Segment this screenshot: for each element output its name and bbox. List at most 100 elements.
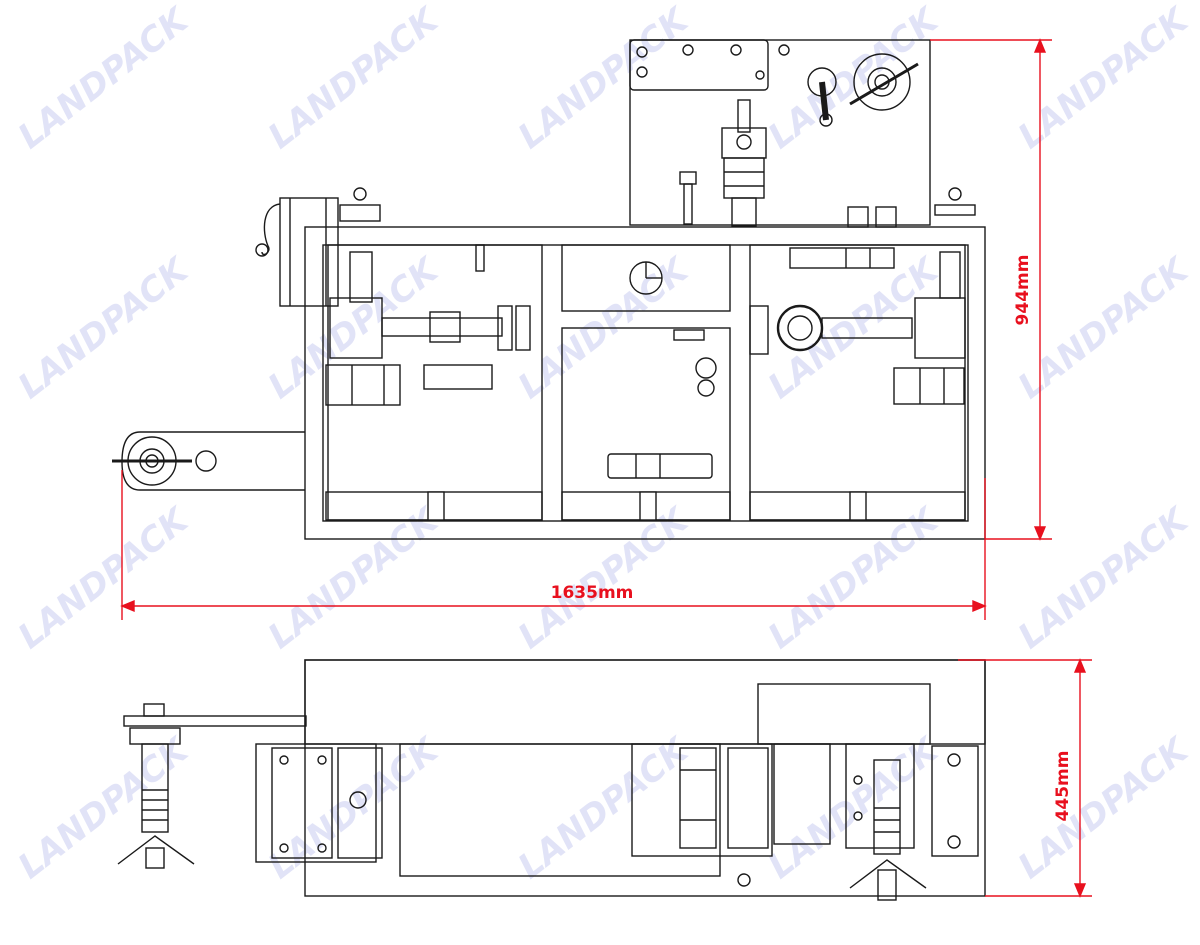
arrow-down-icon — [1073, 883, 1087, 898]
plan-right-block — [931, 745, 979, 857]
watermark-text: LANDPACK — [511, 499, 698, 657]
forming-clamp — [325, 364, 401, 406]
plan-reel-bottom — [145, 847, 165, 869]
main-cabinet — [304, 226, 986, 540]
crank-frame — [279, 197, 339, 307]
arrow-up-icon — [1073, 658, 1087, 673]
watermark-text: LANDPACK — [1011, 0, 1198, 157]
dimension-lines — [120, 38, 1092, 898]
rail-notch — [639, 491, 657, 521]
plan-cutting-bottom — [877, 869, 897, 901]
cap-knob — [934, 204, 976, 216]
forming-shaft — [381, 317, 503, 337]
sprocket-icon — [697, 379, 715, 397]
dimension-labels: 944mm 1635mm 445mm — [551, 255, 1073, 822]
clamp-block — [875, 206, 897, 228]
cutting-clamp — [893, 367, 965, 405]
plan-hex-icon — [947, 835, 961, 849]
plan-forming-plate — [271, 747, 333, 859]
plan-sealing-roller — [679, 747, 717, 849]
plan-bolt-icon — [853, 775, 863, 785]
rail-notch — [849, 491, 867, 521]
sprocket-plate — [673, 329, 705, 341]
watermark-text: LANDPACK — [11, 729, 198, 887]
cap-knob — [339, 204, 381, 222]
film-reel-hub-icon — [867, 67, 897, 97]
cutting-gear-icon — [776, 304, 824, 352]
plan-feed-arm — [123, 715, 307, 727]
plan-cutting-spool — [873, 759, 901, 855]
bolt-icon — [730, 44, 742, 56]
bolt-icon — [755, 70, 765, 80]
watermark-text: LANDPACK — [261, 249, 448, 407]
punch-knob-icon — [736, 134, 752, 150]
plan-hex-icon — [947, 753, 961, 767]
cap-knob-icon — [948, 187, 962, 201]
plan-bolt-icon — [317, 755, 327, 765]
clamp-block — [847, 206, 869, 228]
tower-arm — [629, 39, 769, 91]
forming-coupling — [429, 311, 461, 343]
forming-gear — [515, 305, 531, 351]
watermark-text: LANDPACK — [11, 249, 198, 407]
plan-reel-cap — [143, 703, 165, 717]
idler-roller-icon — [195, 450, 217, 472]
front-view — [112, 39, 986, 540]
punch-column — [737, 99, 751, 133]
punch-base — [731, 197, 757, 227]
arrow-right-icon — [972, 599, 987, 613]
forming-plate — [423, 364, 493, 390]
sealing-station-top — [561, 244, 731, 312]
watermark-text: LANDPACK — [511, 729, 698, 887]
crank-knob-icon — [255, 243, 269, 257]
bolt-icon — [636, 66, 648, 78]
plan-bolt-icon — [853, 811, 863, 821]
film-reel-icon — [853, 53, 911, 111]
sprocket-icon — [695, 357, 717, 379]
watermark-layer: LANDPACK LANDPACK LANDPACK LANDPACK LANDPACK… — [11, 0, 1198, 887]
plan-reel-lever — [117, 835, 195, 865]
plan-knob-icon — [349, 791, 367, 809]
cutting-gear-hub-icon — [787, 315, 813, 341]
watermark-text: LANDPACK — [261, 729, 448, 887]
tower-frame — [629, 39, 931, 226]
punch-body — [723, 157, 765, 199]
adjust-stem — [683, 183, 693, 225]
cutting-head — [789, 247, 895, 269]
arrow-left-icon — [120, 599, 135, 613]
watermark-text: LANDPACK — [11, 0, 198, 157]
dim-label-height-bottom: 445mm — [1053, 751, 1073, 822]
plan-view — [117, 659, 986, 901]
watermark-text: LANDPACK — [261, 499, 448, 657]
plan-knob-icon — [737, 873, 751, 887]
cap-knob-icon — [353, 187, 367, 201]
watermark-text: LANDPACK — [261, 0, 448, 157]
sensor-small — [475, 244, 485, 272]
bolt-icon — [778, 44, 790, 56]
roller-icon — [819, 113, 833, 127]
cutting-block — [749, 305, 769, 355]
plan-web-path — [399, 743, 721, 877]
plan-bolt-icon — [317, 843, 327, 853]
dim-label-height-top: 944mm — [1013, 255, 1033, 326]
watermark-text: LANDPACK — [1011, 499, 1198, 657]
plan-bolt-icon — [279, 843, 289, 853]
forming-gear — [497, 305, 513, 351]
plan-cutting-plate — [845, 743, 915, 849]
plan-cutting-lever — [849, 859, 927, 889]
plan-reel-spool — [141, 743, 169, 833]
bolt-icon — [682, 44, 694, 56]
adjust-knob — [679, 171, 697, 185]
plan-control-box — [757, 683, 931, 745]
watermark-text: LANDPACK — [761, 499, 948, 657]
arrow-up-icon — [1033, 38, 1047, 53]
bolt-icon — [636, 46, 648, 58]
crank-handle — [261, 203, 281, 256]
plan-top-panel — [304, 659, 986, 745]
plan-cutting-frame — [773, 743, 831, 845]
plan-forming-block — [337, 747, 383, 859]
plan-sealing-block — [727, 747, 769, 849]
dim-label-length: 1635mm — [551, 583, 634, 603]
arrow-down-icon — [1033, 526, 1047, 541]
